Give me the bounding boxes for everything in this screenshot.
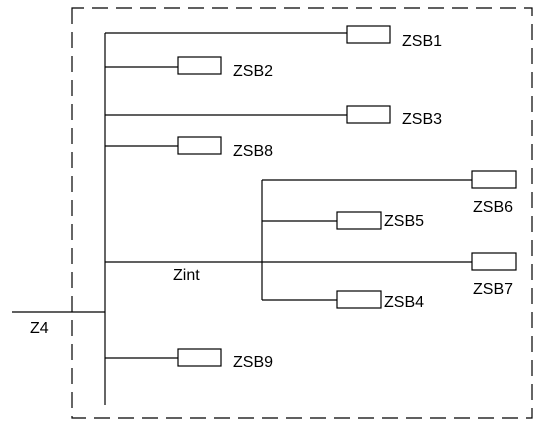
- box-zsb1: [346, 25, 391, 44]
- input-label: Z4: [30, 320, 49, 337]
- label-zsb2: ZSB2: [233, 63, 273, 80]
- internal-label: Zint: [173, 267, 200, 284]
- box-zsb9: [177, 348, 222, 367]
- label-zsb1: ZSB1: [402, 33, 442, 50]
- box-zsb6: [471, 170, 517, 189]
- label-zsb4: ZSB4: [384, 294, 424, 311]
- box-zsb8: [177, 136, 222, 155]
- box-zsb7: [471, 252, 517, 271]
- enclosure-boundary: [71, 7, 533, 419]
- label-zsb7: ZSB7: [473, 281, 513, 298]
- box-zsb5: [336, 211, 382, 230]
- box-zsb2: [177, 56, 222, 75]
- box-zsb3: [346, 105, 391, 124]
- box-zsb4: [336, 290, 382, 309]
- label-zsb8: ZSB8: [233, 143, 273, 160]
- label-zsb9: ZSB9: [233, 354, 273, 371]
- label-zsb5: ZSB5: [384, 213, 424, 230]
- label-zsb3: ZSB3: [402, 111, 442, 128]
- label-zsb6: ZSB6: [473, 199, 513, 216]
